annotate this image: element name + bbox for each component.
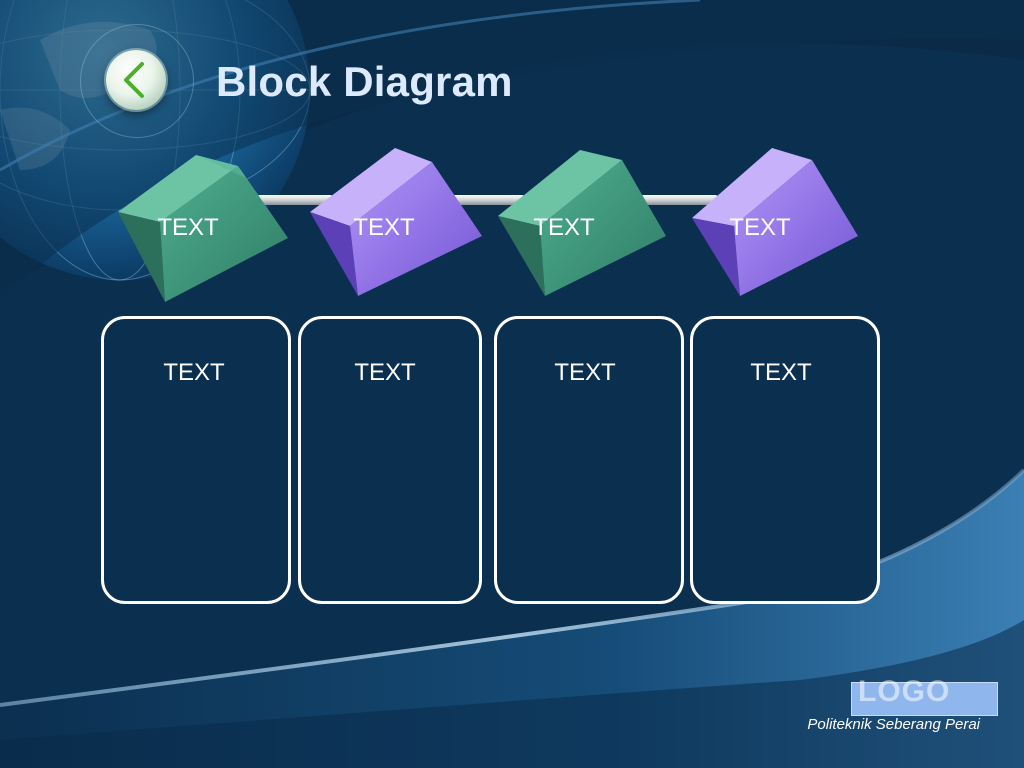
slide-title: Block Diagram: [216, 58, 513, 105]
cube-2-label: TEXT: [353, 214, 415, 241]
connector-bar-1: [240, 195, 335, 205]
cube-4[interactable]: [692, 148, 858, 296]
text-card-3[interactable]: TEXT: [494, 316, 684, 604]
text-card-2[interactable]: TEXT: [298, 316, 482, 604]
cube-4-label: TEXT: [729, 214, 791, 241]
logo-placeholder: LOGO: [851, 675, 998, 716]
card-3-label: TEXT: [554, 359, 616, 386]
text-card-4[interactable]: TEXT: [690, 316, 880, 604]
text-card-1[interactable]: TEXT: [101, 316, 291, 604]
logo-text: LOGO: [858, 675, 951, 708]
connector-bar-3: [625, 195, 720, 205]
cube-1-label: TEXT: [157, 214, 219, 241]
cube-3-label: TEXT: [533, 214, 595, 241]
back-button[interactable]: [106, 50, 166, 110]
cube-1[interactable]: [118, 155, 288, 302]
footer-institution: Politeknik Seberang Perai: [807, 716, 980, 733]
cube-3[interactable]: [498, 150, 666, 296]
card-1-label: TEXT: [163, 359, 225, 386]
chevron-left-icon: [124, 62, 144, 98]
card-4-label: TEXT: [750, 359, 812, 386]
card-2-label: TEXT: [354, 359, 416, 386]
back-button-ring: [80, 24, 194, 138]
cube-2[interactable]: [310, 148, 482, 296]
